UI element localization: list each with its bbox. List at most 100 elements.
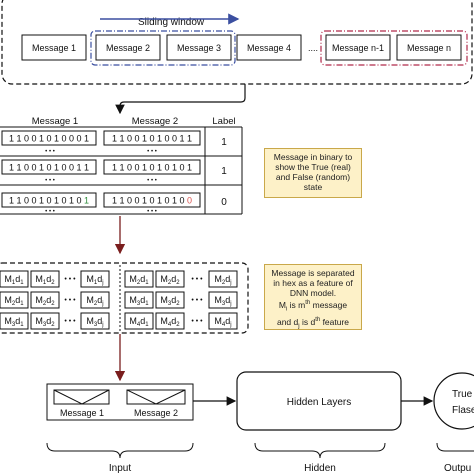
row2-m1-box bbox=[1, 159, 97, 175]
grid-row3-left-cell-2-box bbox=[30, 312, 60, 330]
hidden-brace bbox=[254, 442, 386, 459]
grid-row3-left-dots: • • • bbox=[64, 318, 76, 325]
input-brace bbox=[46, 442, 194, 459]
table-header-label: Label bbox=[212, 116, 235, 127]
output-brace bbox=[436, 442, 474, 452]
grid-row2-right-cell-1-box bbox=[124, 291, 154, 309]
grid-row2-right-cell-2: M3d2 bbox=[160, 295, 180, 307]
hidden-layers-label: Hidden Layers bbox=[287, 397, 351, 408]
grid-row2-left-cell-3-box bbox=[80, 291, 110, 309]
row1-m2-box bbox=[103, 130, 201, 146]
grid-row1-right-cell-1: M2d1 bbox=[129, 274, 149, 286]
connector-top-to-table bbox=[115, 84, 246, 115]
grid-row3-right-cell-2-box bbox=[155, 312, 185, 330]
grid-row1-left-cell-1: M1d1 bbox=[4, 274, 24, 286]
grid-row2-left-dots: • • • bbox=[64, 297, 76, 304]
grid-row3-right-cell-3: M4dj bbox=[214, 316, 231, 328]
binary-note-line-2: show the True (real) bbox=[275, 162, 351, 172]
row3-label: 0 bbox=[221, 197, 227, 208]
row1-m1-bits: 1 1 0 0 1 0 1 0 0 0 1 bbox=[9, 134, 89, 144]
row3-dots-left: • • • bbox=[45, 209, 55, 215]
binary-table-grid bbox=[0, 126, 243, 215]
grid-row2-right-cell-3: M3dj bbox=[214, 295, 231, 307]
table-header-message-1: Message 1 bbox=[32, 116, 78, 127]
input-message-2-shape bbox=[126, 389, 186, 405]
feature-grid-frame bbox=[0, 262, 249, 334]
row2-dots-left: • • • bbox=[45, 178, 55, 184]
grid-row1-left-cell-2-box bbox=[30, 270, 60, 288]
top-ellipsis: .... bbox=[308, 43, 318, 53]
row3-m2-box bbox=[103, 192, 201, 208]
row1-dots-right: • • • bbox=[147, 149, 157, 155]
grid-row3-left-cell-3: M3dj bbox=[86, 316, 103, 328]
grid-row2-right-cell-2-box bbox=[155, 291, 185, 309]
hex-note-line-4: Mi is mth message bbox=[278, 299, 348, 313]
row3-m1-main-bits: 1 1 0 0 1 0 1 0 1 0 bbox=[9, 196, 84, 206]
grid-row1-left-cell-3: M1dj bbox=[86, 274, 103, 286]
grid-row1-right-cell-2-box bbox=[155, 270, 185, 288]
output-false-label: Flase bbox=[452, 405, 474, 416]
hex-note-line-2: in hex as a feature of bbox=[273, 278, 353, 288]
grid-row2-left-cell-1: M2d1 bbox=[4, 295, 24, 307]
top-message-row: Message 1 Message 2 Message 3 Message 4 … bbox=[21, 34, 462, 61]
grid-row1-right-cell-2: M2d2 bbox=[160, 274, 180, 286]
row2-m2-bits: 1 1 0 0 1 0 1 0 1 0 1 bbox=[112, 163, 192, 173]
top-message-2: Message 2 bbox=[106, 43, 150, 53]
row3-m1-bits: 1 1 0 0 1 0 1 0 1 0 1 bbox=[9, 196, 89, 206]
top-outer-frame bbox=[1, 0, 473, 85]
blue-window-frame bbox=[90, 30, 236, 66]
grid-row2-left-cell-2-box bbox=[30, 291, 60, 309]
hidden-section-label: Hidden bbox=[304, 463, 336, 474]
input-message-1-label: Message 1 bbox=[60, 408, 104, 418]
hex-note-line-1: Message is separated bbox=[271, 268, 355, 278]
hex-note-line-5: and dj is dth feature bbox=[276, 316, 350, 330]
grid-row3-left-cell-1: M3d1 bbox=[4, 316, 24, 328]
binary-note-line-1: Message in binary to bbox=[273, 152, 353, 162]
row1-label: 1 bbox=[221, 137, 227, 148]
input-section-label: Input bbox=[109, 463, 131, 474]
grid-row2-left-cell-3: M2dj bbox=[86, 295, 103, 307]
binary-note: Message in binary to show the True (real… bbox=[264, 148, 362, 198]
output-true-label: True bbox=[452, 389, 473, 400]
row3-m1-box bbox=[1, 192, 97, 208]
grid-row1-right-cell-3-box bbox=[208, 270, 238, 288]
hex-note-line-3: DNN model. bbox=[289, 288, 337, 298]
top-message-1: Message 1 bbox=[32, 43, 76, 53]
row1-m1-box bbox=[1, 130, 97, 146]
output-node bbox=[433, 372, 474, 430]
row3-dots-right: • • • bbox=[147, 209, 157, 215]
grid-row2-right-dots: • • • bbox=[191, 297, 203, 304]
top-message-n: Message n bbox=[407, 43, 451, 53]
grid-row1-left-cell-1-box bbox=[0, 270, 29, 288]
grid-row3-right-cell-1-box bbox=[124, 312, 154, 330]
row1-m2-bits: 1 1 0 0 1 0 1 0 0 1 1 bbox=[112, 134, 192, 144]
top-message-n-1: Message n-1 bbox=[332, 43, 384, 53]
row3-m2-main-bits: 1 1 0 0 1 0 1 0 1 0 bbox=[112, 196, 187, 206]
grid-row2-left-cell-1-box bbox=[0, 291, 29, 309]
row2-m2-box bbox=[103, 159, 201, 175]
row2-label: 1 bbox=[221, 166, 227, 177]
row2-m1-bits: 1 1 0 0 1 0 1 0 0 1 1 bbox=[9, 163, 89, 173]
grid-row2-right-cell-1: M3d1 bbox=[129, 295, 149, 307]
grid-row1-right-dots: • • • bbox=[191, 276, 203, 283]
sliding-window-label: Sliding window bbox=[138, 17, 205, 28]
grid-row3-left-cell-3-box bbox=[80, 312, 110, 330]
binary-note-line-3: and False (random) bbox=[275, 172, 351, 182]
row3-m1-last-bit: 1 bbox=[84, 196, 89, 206]
grid-row2-right-cell-3-box bbox=[208, 291, 238, 309]
row2-dots-right: • • • bbox=[147, 178, 157, 184]
grid-row1-left-cell-3-box bbox=[80, 270, 110, 288]
row3-m2-last-bit: 0 bbox=[187, 196, 192, 206]
table-header-message-2: Message 2 bbox=[132, 116, 178, 127]
top-message-3: Message 3 bbox=[177, 43, 221, 53]
grid-row3-left-cell-1-box bbox=[0, 312, 29, 330]
top-message-4: Message 4 bbox=[247, 43, 291, 53]
row3-m2-bits: 1 1 0 0 1 0 1 0 1 0 0 bbox=[112, 196, 192, 206]
grid-row3-right-cell-1: M4d1 bbox=[129, 316, 149, 328]
grid-row1-left-cell-2: M1d2 bbox=[35, 274, 55, 286]
output-section-label: Outpu bbox=[444, 463, 471, 474]
grid-row1-right-cell-3: M2dj bbox=[214, 274, 231, 286]
grid-row2-left-cell-2: M2d2 bbox=[35, 295, 55, 307]
